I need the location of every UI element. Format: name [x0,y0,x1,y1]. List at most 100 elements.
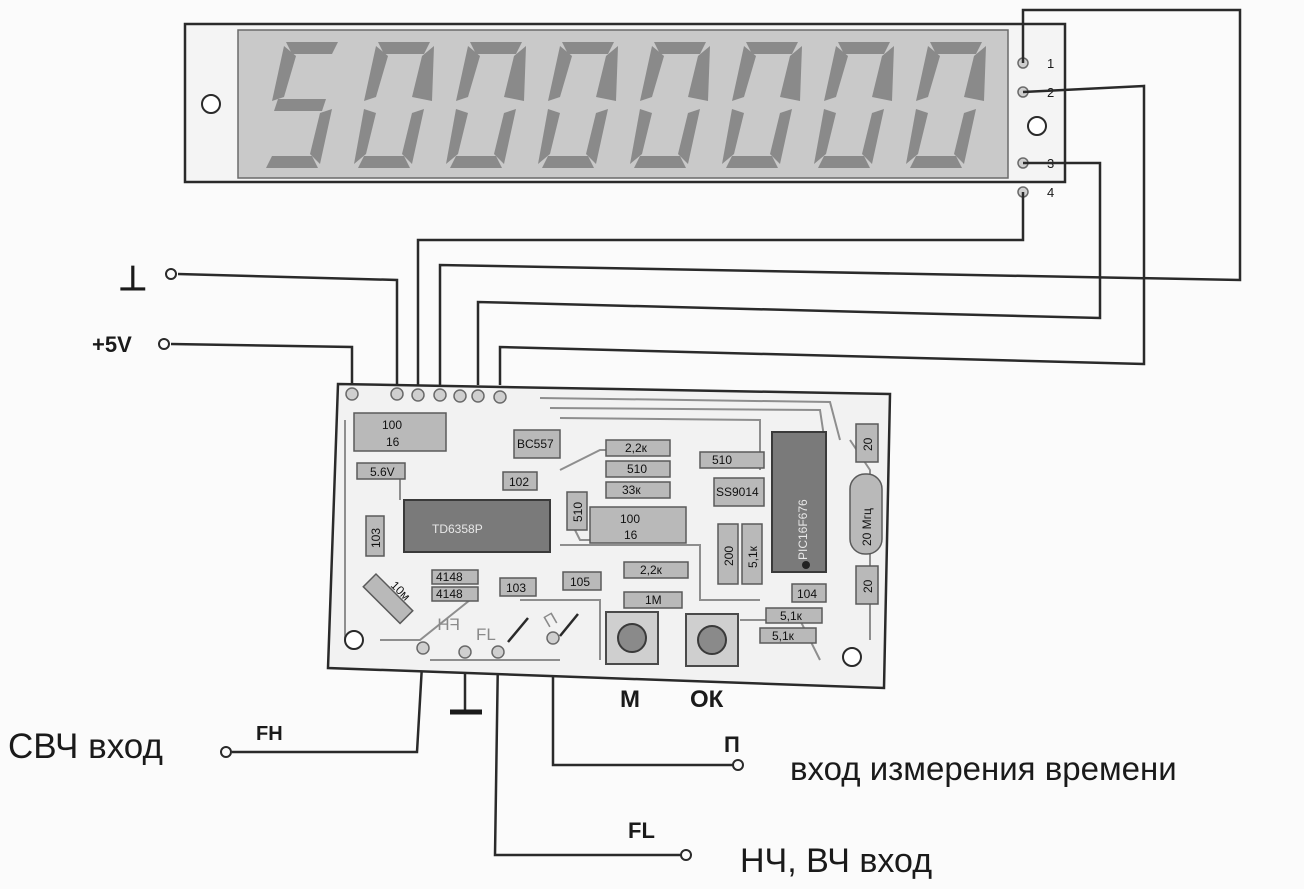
digit-5-segment-b [688,46,710,101]
digit-1-segment-g [274,99,326,111]
fl-terminal [680,849,692,861]
capacitor-103-bottom [499,577,537,597]
resistor-5-1k-vertical [741,523,763,585]
p-label: П [724,732,740,757]
digit-8-segment-f [916,46,940,101]
digit-6-segment-d [726,156,778,168]
seven-segment-digits [266,42,986,168]
digit-3-segment-a [470,42,522,54]
resistor-510-vertical [566,491,588,531]
transistor-ss9014 [713,477,765,507]
fl-label: FL [628,818,655,843]
power-terminal [158,338,170,350]
capacitor-103-left-label: 103 [369,528,383,548]
cap-100-top-value: 100 [382,418,402,432]
button-ok[interactable] [685,613,739,667]
silk-fh: FH [437,615,460,634]
mount-hole-left [201,94,221,114]
fh-terminal [220,746,232,758]
transistor-bc557 [513,429,561,459]
labels: ⊥ +5V М ОК FH СВЧ вход П вход измерения … [8,260,1177,880]
digit-7-segment-d [818,156,870,168]
resistor-510-a-label: 510 [627,462,647,476]
digit-1-segment-a [286,42,338,54]
digit-7-segment-f [824,46,848,101]
digit-3-segment-d [450,156,502,168]
digit-2-segment-e [354,109,376,164]
capacitor-100uf-mid [589,506,687,544]
ic-td6358p [403,499,551,553]
digit-3-segment-b [504,46,526,101]
resistor-33k-label: 33к [622,483,641,497]
digit-5-segment-c [678,109,700,164]
resistor-200-label: 200 [722,546,736,566]
ground-label: ⊥ [118,260,148,298]
ground-terminal [165,268,177,280]
digit-6-segment-e [722,109,744,164]
zener-diode [356,462,406,480]
silk-fl: FL [476,625,496,644]
resistor-510-vertical-label: 510 [571,502,585,522]
pcb-header-pads [345,387,560,659]
digit-5-segment-d [634,156,686,168]
switch-p-line [559,613,579,637]
resistor-1m [623,591,683,609]
digit-3-segment-c [494,109,516,164]
resistor-510-b [699,451,765,469]
zener-label: 5.6V [370,465,395,479]
button-ok-cap[interactable] [697,625,727,655]
resistor-1m-label: 1М [645,593,662,607]
pcb-hole-right [842,647,862,667]
wire-display-pin-1 [438,8,1242,385]
connecting-wires [158,8,1242,861]
resistor-33k [605,481,671,499]
wire-display-pin-4 [416,192,1025,385]
button-ok-body[interactable] [685,613,739,667]
cap-100-top-voltage: 16 [386,435,400,449]
button-m-cap[interactable] [617,623,647,653]
digit-5-segment-a [654,42,706,54]
digit-8-segment-d [910,156,962,168]
digit-7-segment-c [862,109,884,164]
resistor-510-b-label: 510 [712,453,732,467]
resistor-2-2k-top-label: 2,2к [625,441,648,455]
digit-3-segment-f [456,46,480,101]
button-m-label: М [620,686,640,713]
mcu-pic16f676 [771,431,827,573]
power-label: +5V [92,332,132,357]
resistor-5-1k-a-label: 5,1к [780,609,803,623]
wire-fl-input [493,654,686,857]
diode-4148-1 [431,569,479,585]
digit-6-segment-b [780,46,802,101]
cap-100-mid-value: 100 [620,512,640,526]
digit-2-segment-a [378,42,430,54]
capacitor-104 [791,583,827,603]
fl-description: НЧ, ВЧ вход [740,842,932,880]
display-pin-2-label: 2 [1047,85,1054,100]
p-terminal [732,759,744,771]
digit-4-segment-a [562,42,614,54]
main-pcb: 100 16 BC557 5.6V 102 TD6358P 103 510 2,… [326,382,892,690]
transistor-bc557-label: BC557 [517,437,554,451]
p-description: вход измерения времени [790,750,1177,787]
resistor-2-2k-bottom-label: 2,2к [640,563,663,577]
resistor-5-1k-a [765,607,823,624]
wire-p-input [551,640,738,767]
mount-hole-right [1027,116,1047,136]
capacitor-103-left [365,515,385,557]
digit-4-segment-e [538,109,560,164]
resistor-5-1k-vertical-label: 5,1к [746,545,760,568]
digit-1-segment-f [272,46,296,101]
fh-label: FH [256,723,283,745]
capacitor-102-label: 102 [509,475,529,489]
cap-100-mid-voltage: 16 [624,528,638,542]
digit-2-segment-b [412,46,434,101]
led-display-module: 50000000 1 2 3 4 [183,22,1067,200]
button-m[interactable] [605,611,659,665]
pcb-hole-left [344,630,364,650]
digit-1-segment-d [266,156,318,168]
diode-4148-2 [431,586,479,602]
ic-td6358p-label: TD6358P [432,522,483,536]
switch-fl-line [507,617,529,643]
